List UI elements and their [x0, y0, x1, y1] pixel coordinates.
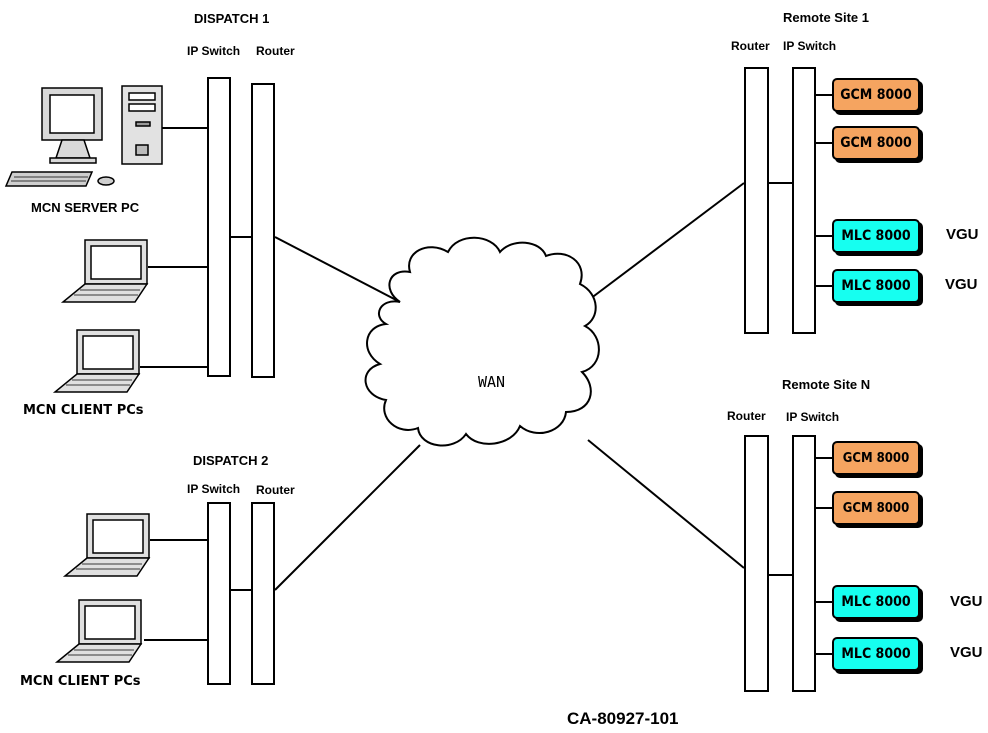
laptop-icon [54, 599, 143, 663]
dispatch2-ip-switch-label: IP Switch [187, 482, 241, 496]
site1-mlc-module: MLC 8000 [832, 269, 920, 303]
siteN-gcm-module: GCM 8000 [832, 491, 920, 525]
site1-mlc-module: MLC 8000 [832, 219, 920, 253]
dispatch1-clients-label: MCN CLIENT PCs [23, 403, 144, 418]
site1-ip-switch-label: IP Switch [783, 39, 837, 53]
laptop-icon [60, 239, 149, 303]
figure-id: CA-80927-101 [567, 709, 679, 728]
siteN-router [744, 435, 769, 692]
connection-lines [140, 94, 833, 655]
dispatch1-ip-switch-label: IP Switch [187, 44, 241, 58]
site1-router [744, 67, 769, 334]
site1-gcm-module: GCM 8000 [832, 78, 920, 112]
dispatch2-clients-label: MCN CLIENT PCs [20, 674, 141, 689]
laptop-icon [62, 513, 151, 577]
siteN-router-label: Router [727, 409, 766, 423]
dispatch2-router [251, 502, 275, 685]
siteN-ip-switch [792, 435, 816, 692]
desktop-pc-icon [41, 87, 103, 164]
siteN-vgu-label: VGU [950, 644, 983, 661]
siteN-mlc-module: MLC 8000 [832, 585, 920, 619]
laptop-icon [52, 329, 141, 393]
mouse-icon [97, 176, 115, 186]
dispatch1-router-label: Router [256, 44, 295, 58]
siteN-ip-switch-label: IP Switch [786, 410, 840, 424]
server-pc-label: MCN SERVER PC [31, 200, 140, 215]
siteN-mlc-module: MLC 8000 [832, 637, 920, 671]
site1-vgu-label: VGU [946, 226, 979, 243]
site1-ip-switch [792, 67, 816, 334]
siteN-gcm-module: GCM 8000 [832, 441, 920, 475]
dispatch2-ip-switch [207, 502, 231, 685]
siteN-title: Remote Site N [782, 377, 871, 392]
wan-cloud-icon [364, 236, 600, 447]
keyboard-icon [4, 171, 94, 187]
tower-case-icon [121, 85, 163, 165]
dispatch1-title: DISPATCH 1 [194, 11, 270, 26]
dispatch1-ip-switch [207, 77, 231, 377]
site1-vgu-label: VGU [945, 276, 978, 293]
site1-gcm-module: GCM 8000 [832, 126, 920, 160]
siteN-vgu-label: VGU [950, 593, 983, 610]
site1-title: Remote Site 1 [783, 10, 869, 25]
dispatch1-router [251, 83, 275, 378]
site1-router-label: Router [731, 39, 770, 53]
dispatch2-title: DISPATCH 2 [193, 453, 269, 468]
wan-label: WAN [478, 373, 506, 391]
dispatch2-router-label: Router [256, 483, 295, 497]
